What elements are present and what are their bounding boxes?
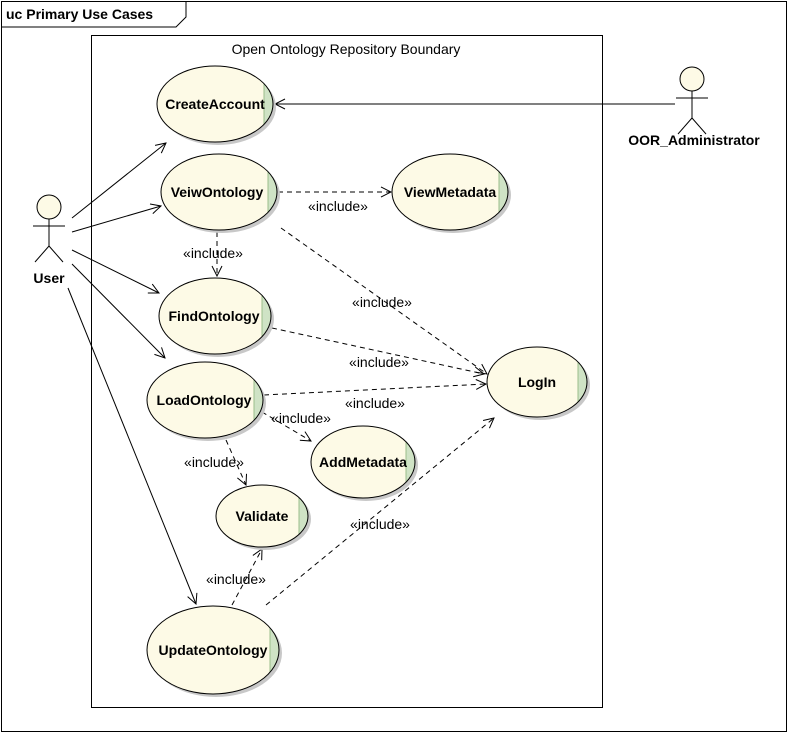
usecase-create-account-label: CreateAccount bbox=[165, 96, 265, 112]
include-load-login bbox=[263, 384, 486, 396]
assoc-user-updateontology bbox=[67, 287, 196, 604]
actor-user-label: User bbox=[33, 270, 65, 286]
usecase-load-ontology[interactable]: LoadOntology bbox=[146, 360, 266, 441]
usecase-find-ontology[interactable]: FindOntology bbox=[158, 276, 274, 357]
actor-administrator-label: OOR_Administrator bbox=[628, 132, 760, 148]
include-label-view-viewmetadata: «include» bbox=[308, 198, 368, 214]
include-label-load-addmetadata: «include» bbox=[271, 410, 331, 426]
frame-tab bbox=[1, 1, 187, 28]
actor-user-right-leg bbox=[48, 245, 64, 263]
usecase-log-in[interactable]: LogIn bbox=[486, 346, 590, 420]
frame-title: uc Primary Use Cases bbox=[6, 6, 153, 22]
usecase-validate[interactable]: Validate bbox=[215, 484, 311, 550]
include-label-load-login: «include» bbox=[345, 395, 405, 411]
assoc-user-loadontology bbox=[71, 263, 165, 358]
include-label-find-login: «include» bbox=[349, 354, 409, 370]
usecase-log-in-label: LogIn bbox=[518, 374, 556, 390]
usecase-load-ontology-label: LoadOntology bbox=[157, 392, 252, 408]
assoc-user-createaccount bbox=[71, 143, 166, 219]
include-label-update-login: «include» bbox=[350, 516, 410, 532]
include-dependencies bbox=[217, 192, 494, 606]
include-load-addmetadata bbox=[261, 411, 311, 441]
actor-administrator[interactable] bbox=[676, 66, 708, 135]
usecase-add-metadata-label: AddMetadata bbox=[319, 454, 407, 470]
include-view-login bbox=[280, 227, 487, 374]
include-find-login bbox=[271, 327, 484, 374]
include-update-validate bbox=[231, 549, 262, 606]
usecase-view-metadata-label: ViewMetadata bbox=[404, 184, 497, 200]
usecase-add-metadata[interactable]: AddMetadata bbox=[310, 424, 418, 501]
include-label-update-validate: «include» bbox=[206, 571, 266, 587]
usecase-view-metadata[interactable]: ViewMetadata bbox=[391, 152, 511, 233]
include-label-view-login: «include» bbox=[352, 294, 412, 310]
system-boundary bbox=[91, 35, 603, 708]
usecase-validate-label: Validate bbox=[236, 508, 289, 524]
assoc-user-findontology bbox=[71, 249, 159, 293]
actor-user[interactable] bbox=[33, 194, 65, 263]
usecase-view-ontology[interactable]: VeiwOntology bbox=[160, 152, 280, 233]
usecase-find-ontology-label: FindOntology bbox=[169, 308, 260, 324]
actor-user-left-leg bbox=[34, 245, 50, 263]
include-label-load-validate: «include» bbox=[184, 454, 244, 470]
include-update-login bbox=[265, 418, 494, 606]
actor-user-head bbox=[36, 194, 62, 220]
boundary-title: Open Ontology Repository Boundary bbox=[232, 41, 461, 57]
include-label-view-find: «include» bbox=[183, 245, 243, 261]
actor-admin-head bbox=[679, 66, 705, 92]
usecase-view-ontology-label: VeiwOntology bbox=[171, 184, 264, 200]
usecase-update-ontology[interactable]: UpdateOntology bbox=[146, 604, 282, 697]
assoc-user-viewontology bbox=[71, 206, 161, 233]
actor-admin-left-leg bbox=[677, 117, 693, 135]
actor-admin-right-leg bbox=[691, 117, 707, 135]
usecase-update-ontology-label: UpdateOntology bbox=[159, 642, 268, 658]
associations bbox=[67, 104, 675, 604]
